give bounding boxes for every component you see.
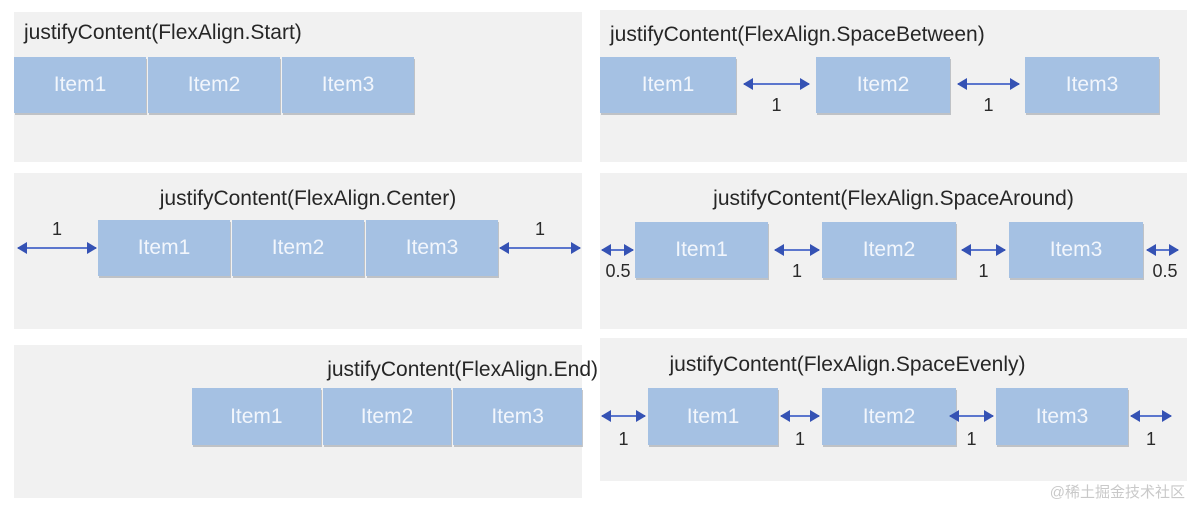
panel-title: justifyContent(FlexAlign.Center) — [159, 187, 457, 210]
gap-label: 1 — [794, 429, 805, 449]
panel-title: justifyContent(FlexAlign.Start) — [24, 21, 302, 44]
flex-items-row: Item1 Item2 Item3 — [14, 57, 414, 113]
gap-label: 1 — [618, 429, 629, 449]
double-arrow — [957, 78, 1020, 90]
double-arrow — [961, 244, 1006, 256]
double-arrow — [743, 78, 810, 90]
flex-item: Item3 — [996, 388, 1128, 445]
flex-item: Item1 — [600, 57, 736, 113]
flex-item: Item3 — [1009, 222, 1143, 278]
double-arrow — [1146, 244, 1179, 256]
flex-item: Item2 — [822, 388, 956, 445]
edge-label: 1 — [51, 219, 62, 239]
flex-items-row: Item1 Item2 Item3 — [98, 220, 498, 276]
panel-title: justifyContent(FlexAlign.SpaceEvenly) — [669, 353, 1026, 376]
panel-title: justifyContent(FlexAlign.SpaceBetween) — [610, 23, 985, 46]
double-arrow — [601, 244, 634, 256]
double-arrow — [774, 244, 820, 256]
panel-flexalign-start: justifyContent(FlexAlign.Start) Item1 It… — [14, 12, 582, 162]
gap-label: 1 — [771, 95, 782, 115]
flex-item: Item1 — [635, 222, 768, 278]
panel-flexalign-spacearound: justifyContent(FlexAlign.SpaceAround) It… — [600, 173, 1187, 329]
double-arrow — [17, 242, 97, 254]
flex-items-row: Item1 Item2 Item3 — [192, 388, 583, 445]
panel-flexalign-spaceevenly: justifyContent(FlexAlign.SpaceEvenly) It… — [600, 338, 1187, 481]
panel-flexalign-center: justifyContent(FlexAlign.Center) Item1 I… — [14, 173, 582, 329]
panel-title: justifyContent(FlexAlign.SpaceAround) — [713, 187, 1074, 210]
flex-item: Item1 — [648, 388, 778, 445]
double-arrow — [1130, 410, 1172, 422]
double-arrow — [601, 410, 646, 422]
gap-label: 1 — [966, 429, 977, 449]
flex-item: Item1 — [98, 220, 230, 276]
double-arrow — [499, 242, 581, 254]
watermark: @稀土掘金技术社区 — [1049, 484, 1185, 501]
flex-item: Item3 — [366, 220, 498, 276]
edge-label: 1 — [534, 219, 545, 239]
panel-flexalign-end: justifyContent(FlexAlign.End) Item1 Item… — [14, 345, 598, 498]
panel-flexalign-spacebetween: justifyContent(FlexAlign.SpaceBetween) I… — [600, 10, 1187, 162]
flex-item: Item3 — [1025, 57, 1159, 113]
flex-item: Item2 — [232, 220, 364, 276]
gap-label: 1 — [1145, 429, 1156, 449]
flex-item: Item1 — [192, 388, 321, 445]
flex-item: Item3 — [282, 57, 414, 113]
flex-item: Item2 — [822, 222, 956, 278]
panel-title: justifyContent(FlexAlign.End) — [327, 358, 598, 381]
flex-item: Item2 — [322, 388, 452, 445]
flex-item: Item3 — [453, 388, 583, 445]
gap-label: 1 — [791, 261, 802, 281]
gap-label: 1 — [978, 261, 989, 281]
flex-item: Item2 — [816, 57, 950, 113]
edge-label: 0.5 — [1152, 261, 1178, 281]
double-arrow — [949, 410, 994, 422]
double-arrow — [780, 410, 820, 422]
edge-label: 0.5 — [605, 261, 631, 281]
gap-label: 1 — [983, 95, 994, 115]
flex-item: Item2 — [148, 57, 280, 113]
flex-item: Item1 — [14, 57, 146, 113]
